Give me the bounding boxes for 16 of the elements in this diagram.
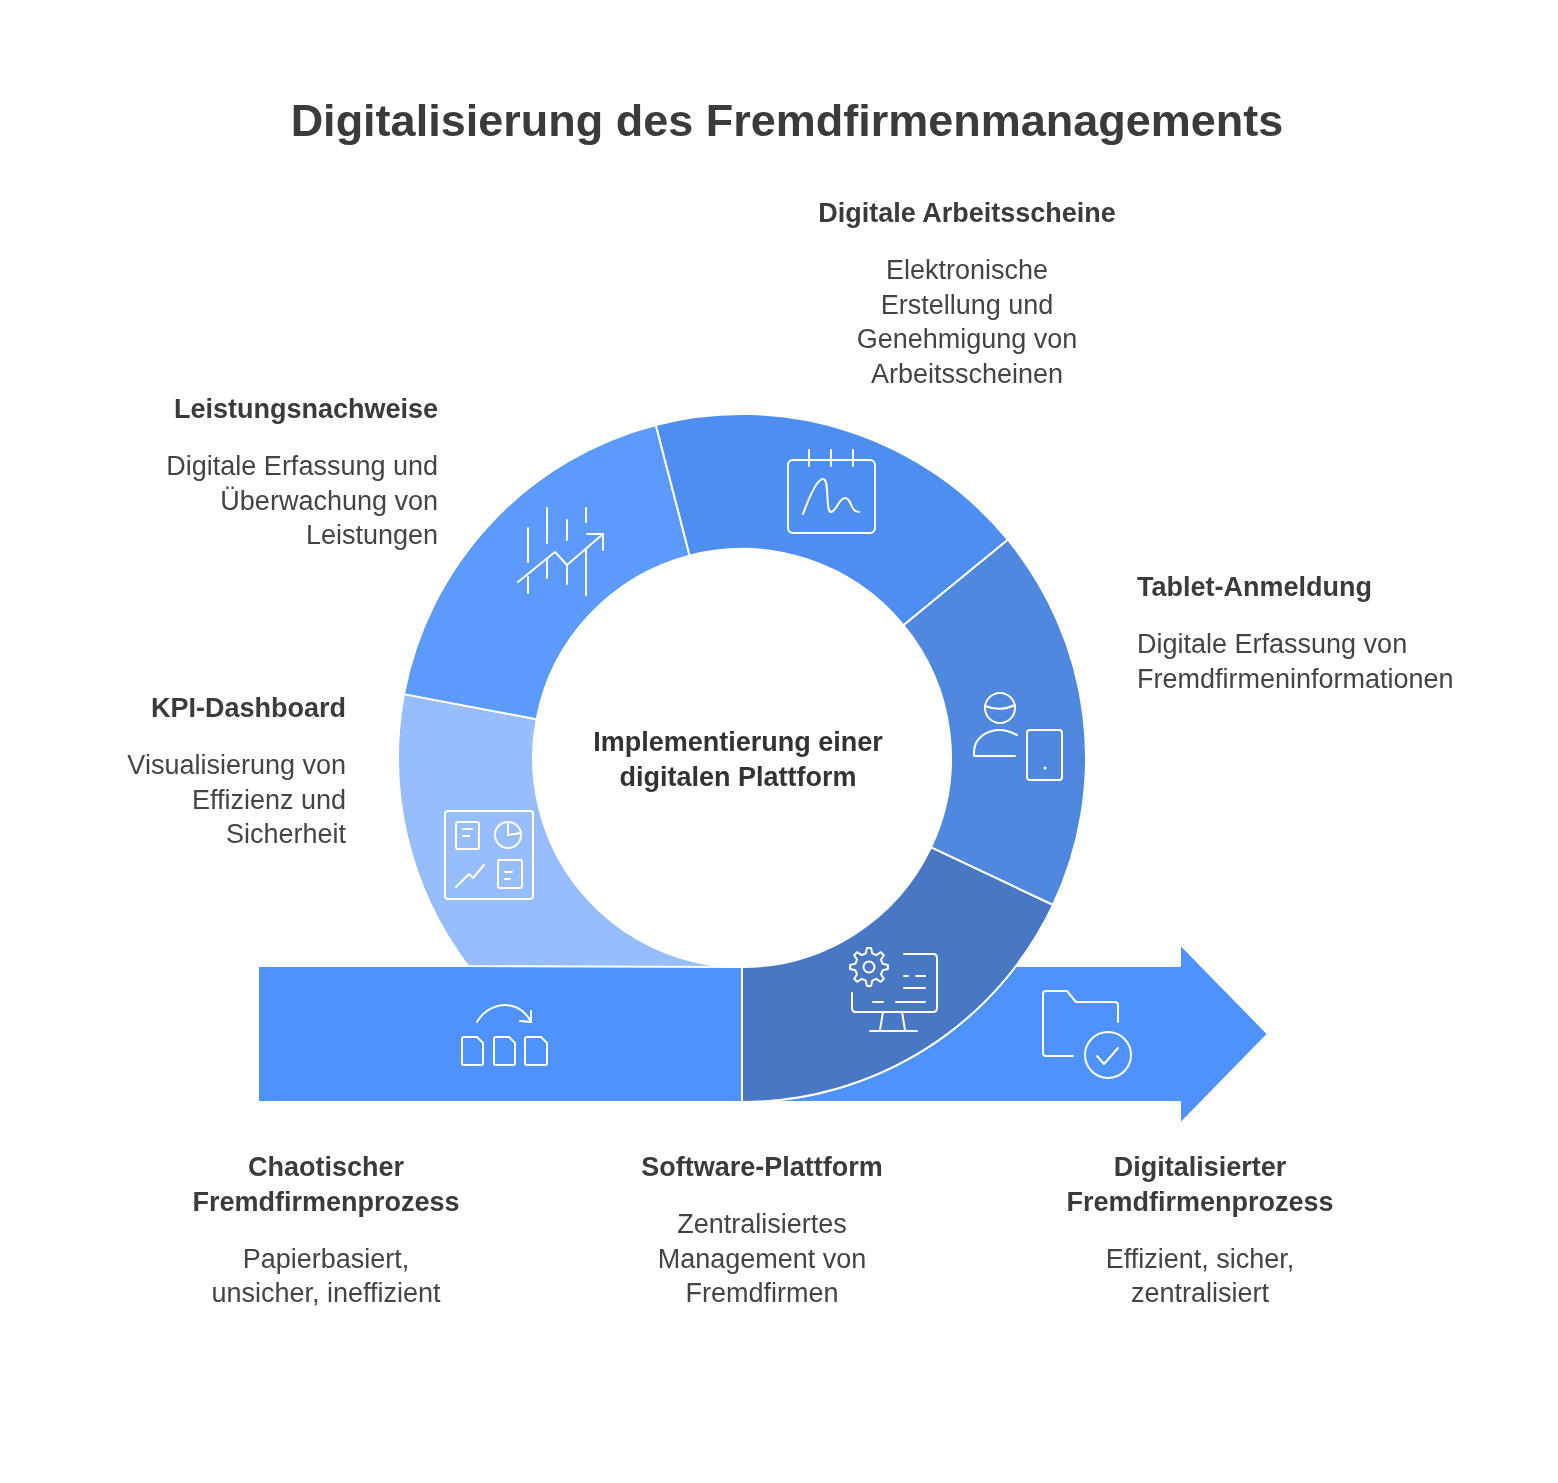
segment-heading: KPI-Dashboard [150, 692, 346, 725]
segment-description: Digitale Erfassung und Überwachung von Leistungen [165, 450, 438, 552]
segment-heading: Tablet-Anmeldung [1137, 571, 1372, 604]
stage-heading: Digitalisierter Fremdfirmenprozess [1065, 1151, 1335, 1219]
center-label: Implementierung einer digitalen Plattform [592, 726, 884, 794]
segment-heading: Leistungsnachweise [173, 393, 438, 426]
title: Digitalisierung des Fremdfirmenmanagements [290, 95, 1284, 147]
stage-description: Zentralisiertes Management von Fremdfirmen [656, 1208, 868, 1310]
segment-heading: Digitale Arbeitsscheine [818, 197, 1116, 230]
segment-description: Visualisierung von Effizienz und Sicherheit [126, 749, 346, 851]
segment-description: Elektronische Erstellung und Genehmigung von Arbeitsscheinen [855, 254, 1079, 391]
stage-heading: Chaotischer Fremdfirmenprozess [191, 1151, 461, 1219]
stage-description: Papierbasiert, unsicher, ineffizient [210, 1242, 442, 1310]
stage-description: Effizient, sicher, zentralisiert [1104, 1242, 1296, 1310]
stage-heading: Software-Plattform [641, 1151, 883, 1184]
segment-description: Digitale Erfassung von Fremdfirmeninformationen [1137, 628, 1455, 696]
